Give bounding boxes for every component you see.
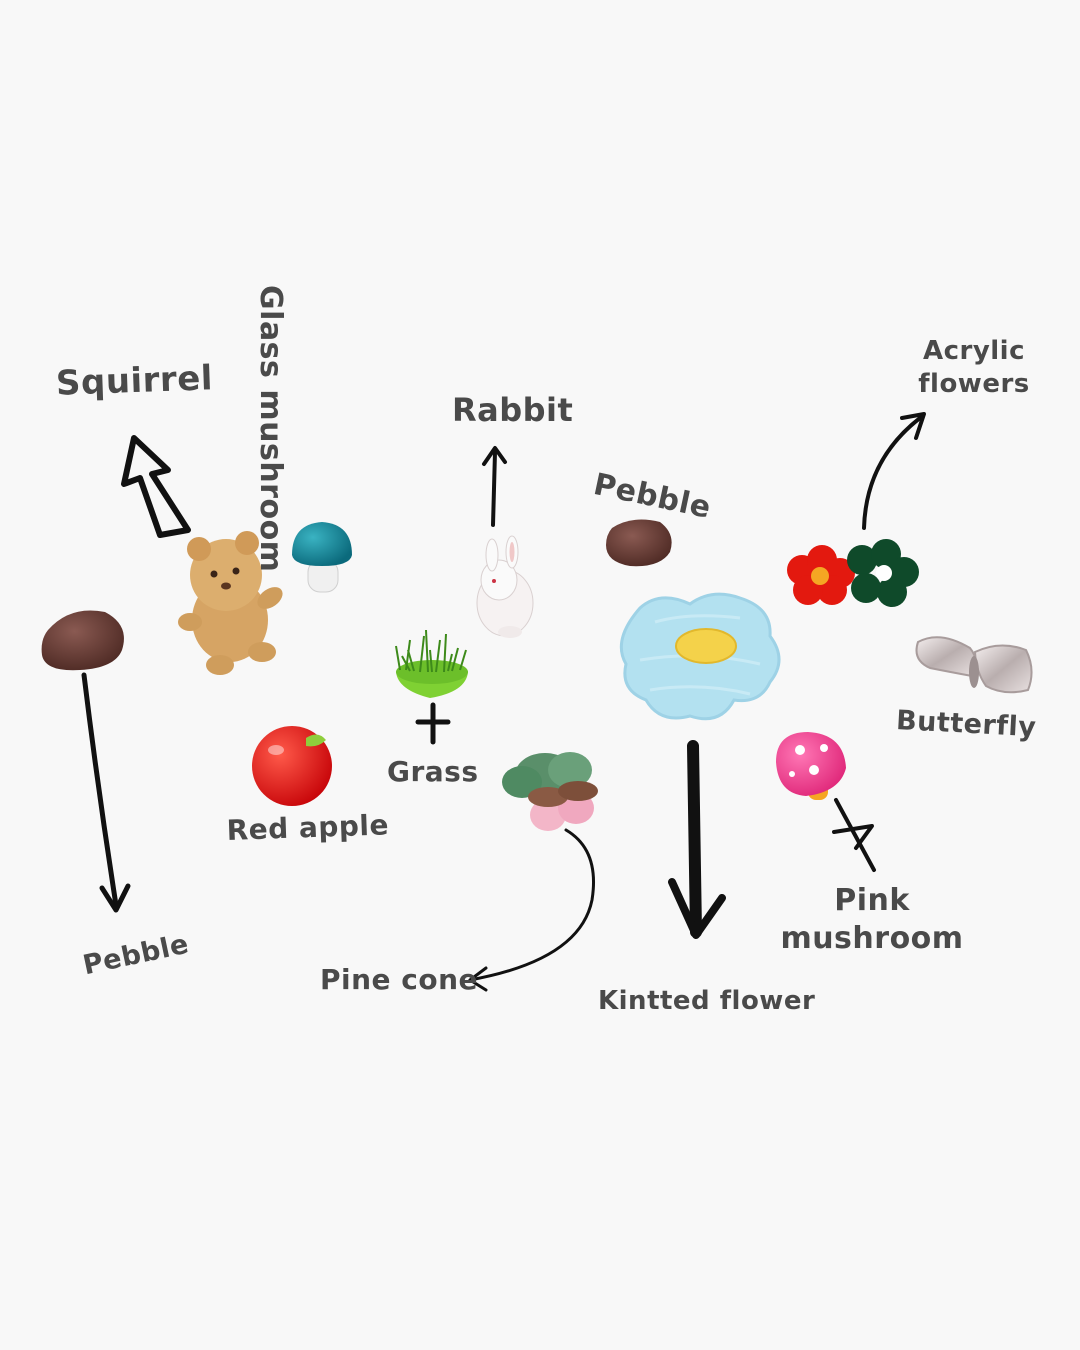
arrow <box>468 828 596 992</box>
rabbit-icon <box>476 535 534 638</box>
knitted-flower-icon <box>619 592 781 721</box>
pink-mushroom-icon <box>776 732 846 800</box>
label-acrylic-flowers-line1: Acrylic <box>922 336 1026 366</box>
label-pine-cone: Pine cone <box>320 963 479 996</box>
label-pink-mushroom: Pink mushroom <box>780 882 964 957</box>
label-red-apple: Red apple <box>226 808 390 847</box>
pebble-icon <box>41 610 124 671</box>
label-knitted-flower: Kintted flower <box>598 986 816 1016</box>
glass-mushroom-icon <box>292 522 352 593</box>
arrow <box>668 740 726 939</box>
pebble-icon <box>606 519 672 567</box>
label-grass: Grass <box>387 755 479 788</box>
acrylic-flowers-icon <box>787 539 919 607</box>
arrow <box>415 702 451 745</box>
arrow <box>832 798 876 872</box>
label-glass-mushroom: Glass mushroom <box>252 285 288 573</box>
arrow <box>121 435 191 538</box>
label-squirrel: Squirrel <box>55 358 214 404</box>
label-pink-mushroom-line1: Pink <box>834 883 910 918</box>
grass-icon <box>395 629 468 698</box>
butterfly-icon <box>915 636 1033 694</box>
label-acrylic-flowers: Acrylic flowers <box>906 335 1042 400</box>
label-acrylic-flowers-line2: flowers <box>918 368 1030 399</box>
arrow <box>482 446 507 527</box>
arrow <box>862 412 926 530</box>
label-rabbit: Rabbit <box>452 391 574 429</box>
red-apple-icon <box>252 726 332 806</box>
squirrel-icon <box>178 531 283 675</box>
pine-cone-icon <box>502 752 598 831</box>
arrow <box>81 672 131 913</box>
label-pink-mushroom-line2: mushroom <box>780 920 964 956</box>
